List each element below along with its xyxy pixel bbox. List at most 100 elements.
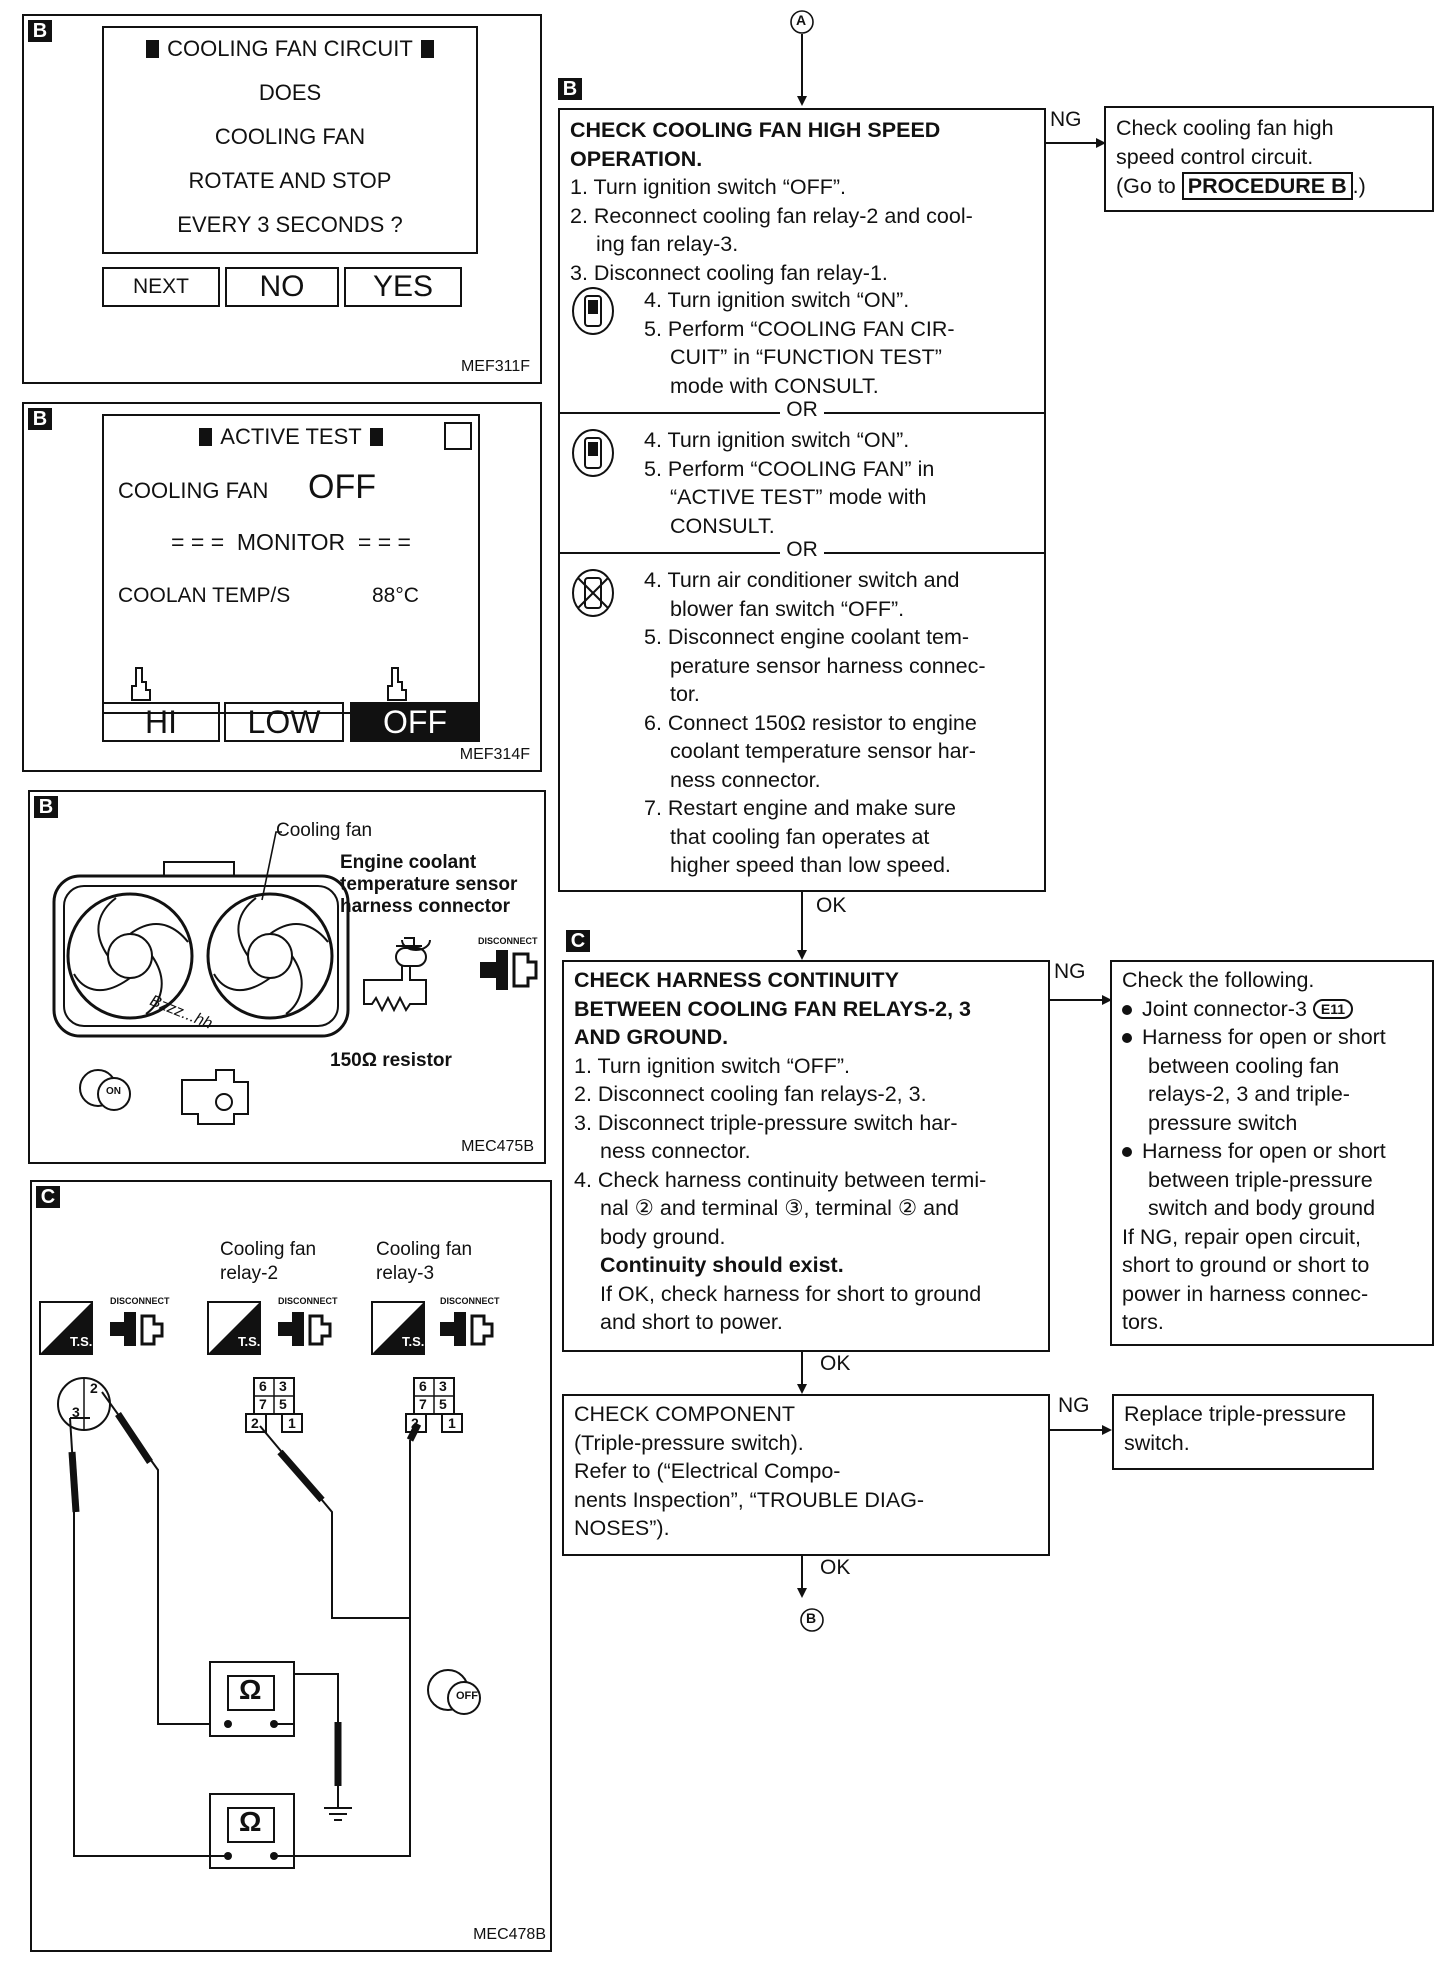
ts-icon-group: [39, 1301, 425, 1355]
or-text: OR: [780, 538, 824, 561]
step-line: CONSULT.: [670, 513, 775, 538]
or-label: OR: [560, 538, 1044, 562]
ng-line: (Go to PROCEDURE B.): [1116, 172, 1366, 201]
screen-line: ROTATE AND STOP: [188, 168, 392, 193]
step-line: 4. Turn ignition switch “ON”.: [644, 428, 910, 452]
relay3-label-line: relay-3: [376, 1263, 435, 1284]
square-marker-icon: [420, 40, 434, 58]
ng-action-replace-switch: Replace triple-pressure switch.: [1112, 1394, 1374, 1470]
ok-label: OK: [816, 894, 847, 917]
relay3-pin: 5: [439, 1396, 447, 1412]
cooling-fan-illustration: [52, 831, 538, 1125]
step-title: AND GROUND.: [574, 1025, 729, 1049]
ok-label: OK: [820, 1352, 851, 1375]
coolant-temp-label: COOLAN TEMP/S: [118, 584, 291, 607]
low-button[interactable]: LOW: [224, 702, 344, 742]
step-line: 6. Connect 150Ω resistor to engine: [644, 710, 977, 735]
section-tag-c: C: [36, 1186, 60, 1208]
step-line: 4. Check harness continuity between term…: [574, 1167, 987, 1192]
step-line: tor.: [670, 682, 700, 706]
option-1-text: 4. Turn ignition switch “ON”. 5. Perform…: [644, 286, 955, 400]
square-marker-icon: [146, 40, 160, 58]
sensor-label-line: harness connector: [340, 896, 510, 917]
step-check-harness-continuity: CHECK HARNESS CONTINUITY BETWEEN COOLING…: [562, 960, 1050, 1352]
connector-code-badge: E11: [1312, 998, 1354, 1019]
sensor-connector-label: Engine coolant temperature sensor harnes…: [340, 852, 517, 918]
relay3-pin: 3: [439, 1378, 447, 1394]
yes-button[interactable]: YES: [344, 267, 462, 307]
continuity-requirement: Continuity should exist.: [600, 1253, 844, 1277]
relay3-pin: 6: [419, 1378, 427, 1394]
relay2-pin: 2: [251, 1415, 259, 1431]
step-line: blower fan switch “OFF”.: [670, 596, 905, 621]
off-button[interactable]: OFF: [350, 702, 480, 742]
ng-line: Check the following.: [1122, 968, 1315, 992]
step-check-component: CHECK COMPONENT (Triple-pressure switch)…: [562, 1394, 1050, 1556]
cooling-fan-value: OFF: [308, 468, 376, 506]
ng-line: switch.: [1124, 1430, 1190, 1455]
figure-ref: MEC478B: [473, 1926, 546, 1943]
step-line: 2. Reconnect cooling fan relay-2 and coo…: [570, 203, 973, 228]
cooling-fan-label: Cooling fan: [276, 820, 373, 841]
hi-button[interactable]: HI: [102, 702, 220, 742]
cooling-fan-label: COOLING FAN: [118, 478, 269, 503]
ng-line: relays-2, 3 and triple-: [1148, 1082, 1350, 1106]
step-line: 5. Disconnect engine coolant tem-: [644, 625, 970, 649]
ng-line: Check cooling fan high: [1116, 116, 1334, 140]
switch-pin: 2: [90, 1380, 98, 1396]
step-line: mode with CONSULT.: [670, 373, 879, 398]
consult-device-icon: [572, 429, 614, 477]
section-tag-b: B: [558, 78, 582, 100]
bullet-icon: [1122, 1033, 1132, 1044]
step-line: 1. Turn ignition switch “OFF”.: [574, 1053, 850, 1078]
coolant-temp-value: 88°C: [372, 584, 419, 607]
ng-bullet: Harness for open or short: [1122, 1023, 1386, 1052]
section-tag-b: B: [34, 796, 58, 818]
step-line: CHECK COMPONENT: [574, 1402, 795, 1426]
next-button[interactable]: NEXT: [102, 267, 220, 307]
no-button[interactable]: NO: [225, 267, 339, 307]
bullet-icon: [1122, 1004, 1132, 1015]
ng-label: NG: [1058, 1394, 1090, 1417]
step-line: If OK, check harness for short to ground: [600, 1281, 982, 1306]
ng-line: between cooling fan: [1148, 1053, 1340, 1078]
ng-line: power in harness connec-: [1122, 1281, 1369, 1306]
key-off-label: OFF: [456, 1690, 478, 1702]
step-line: CUIT” in “FUNCTION TEST”: [670, 345, 942, 369]
or-text: OR: [780, 398, 824, 421]
relay2-pin: 3: [279, 1378, 287, 1394]
disconnect-label: DISCONNECT: [478, 936, 538, 946]
option-2-text: 4. Turn ignition switch “ON”. 5. Perform…: [644, 426, 934, 540]
monitor-divider: = = = MONITOR = = =: [171, 529, 411, 555]
screen-line: EVERY 3 SECONDS ?: [177, 212, 403, 237]
consult-screen-panel-active-test: B ACTIVE TEST COOLING FAN OFF = = = MONI…: [22, 402, 542, 772]
checkbox-icon[interactable]: [444, 422, 472, 450]
step-line: 7. Restart engine and make sure: [644, 796, 956, 820]
figure-ref: MEC475B: [461, 1138, 534, 1155]
procedure-b-link[interactable]: PROCEDURE B: [1181, 172, 1353, 200]
step-line: coolant temperature sensor har-: [670, 739, 976, 763]
harness-continuity-diagram-panel: C Cooling fan relay-2 Cooling fan relay-…: [30, 1180, 552, 1952]
step-title: BETWEEN COOLING FAN RELAYS-2, 3: [574, 996, 972, 1021]
no-consult-icon: [572, 569, 614, 617]
bullet-icon: [1122, 1147, 1132, 1158]
relay2-pin: 5: [279, 1396, 287, 1412]
switch-pin: 3: [72, 1404, 80, 1420]
step-line: and short to power.: [600, 1310, 783, 1334]
relay3-pin: 7: [419, 1396, 427, 1412]
step-line: 5. Perform “COOLING FAN CIR-: [644, 316, 955, 341]
consult-device-icon: [572, 287, 614, 335]
disconnect-label: DISCONNECT: [440, 1296, 500, 1306]
screen-title: ACTIVE TEST: [104, 424, 478, 450]
screen-title: COOLING FAN CIRCUIT: [104, 36, 476, 62]
step-line: ing fan relay-3.: [596, 232, 739, 256]
ng-bullet-text: Harness for open or short: [1142, 1139, 1386, 1163]
step-line: 3. Disconnect triple-pressure switch har…: [574, 1110, 958, 1135]
step-line: nents Inspection”, “TROUBLE DIAG-: [574, 1487, 925, 1512]
ng-bullet: Harness for open or short: [1122, 1137, 1386, 1166]
screen-line: COOLING FAN: [214, 124, 366, 149]
relay2-label-line: Cooling fan: [220, 1239, 317, 1260]
disconnect-label: DISCONNECT: [278, 1296, 338, 1306]
ts-label: T.S.: [402, 1334, 425, 1349]
ng-line: between triple-pressure: [1148, 1167, 1373, 1192]
